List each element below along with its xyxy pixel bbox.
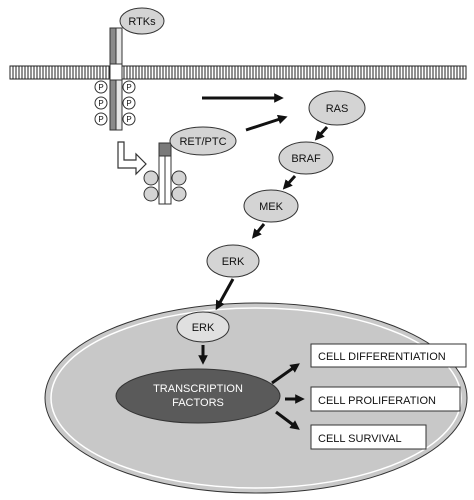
outcome-survival-label: CELL SURVIVAL <box>318 433 402 445</box>
ret-ptc-fusion-protein <box>143 142 187 205</box>
erk-cytoplasm-node: ERK <box>206 244 260 278</box>
transcription-label-line1: TRANSCRIPTION <box>153 383 243 395</box>
erk-nucleus-label: ERK <box>192 322 215 334</box>
phosphorylation-sites: P P P P P P <box>94 80 136 126</box>
cell-membrane <box>9 65 467 80</box>
transcription-label-line2: FACTORS <box>172 397 224 409</box>
phospho-label: P <box>126 99 131 108</box>
braf-label: BRAF <box>291 153 321 165</box>
mek-node: MEK <box>243 189 299 223</box>
ret-ptc-to-ras-arrow <box>245 114 288 132</box>
phospho-label: P <box>126 115 131 124</box>
braf-to-mek-arrow <box>282 174 297 190</box>
ras-to-braf-arrow <box>314 125 329 141</box>
mek-to-erk-arrow <box>251 223 266 239</box>
erk-nucleus-node: ERK <box>176 311 230 343</box>
rtk-receptor <box>109 27 123 131</box>
phospho-label: P <box>98 99 103 108</box>
transcription-factors-node: TRANSCRIPTION FACTORS <box>115 368 281 424</box>
to-differentiation-arrow <box>271 363 300 385</box>
erk-translocation-arrow <box>215 278 235 311</box>
ras-node: RAS <box>308 90 366 126</box>
ret-ptc-label: RET/PTC <box>179 136 226 148</box>
braf-node: BRAF <box>278 141 334 175</box>
outcome-survival-box: CELL SURVIVAL <box>310 424 427 450</box>
rtks-label: RTKs <box>128 16 156 28</box>
outcome-proliferation-box: CELL PROLIFERATION <box>310 386 461 412</box>
phospho-label: P <box>98 115 103 124</box>
phospho-label: P <box>126 83 131 92</box>
outcome-differentiation-box: CELL DIFFERENTIATION <box>310 343 467 368</box>
mek-label: MEK <box>259 201 284 213</box>
phospho-label: P <box>98 83 103 92</box>
ras-label: RAS <box>326 103 349 115</box>
rearrangement-arrow-icon <box>117 141 147 176</box>
ret-ptc-node: RET/PTC <box>169 126 237 156</box>
outcome-proliferation-label: CELL PROLIFERATION <box>318 395 436 407</box>
outcome-differentiation-label: CELL DIFFERENTIATION <box>318 351 446 363</box>
erk-cytoplasm-label: ERK <box>222 256 245 268</box>
pathway-arrows <box>198 93 329 430</box>
rtks-node: RTKs <box>119 7 165 35</box>
to-survival-arrow <box>275 410 300 430</box>
